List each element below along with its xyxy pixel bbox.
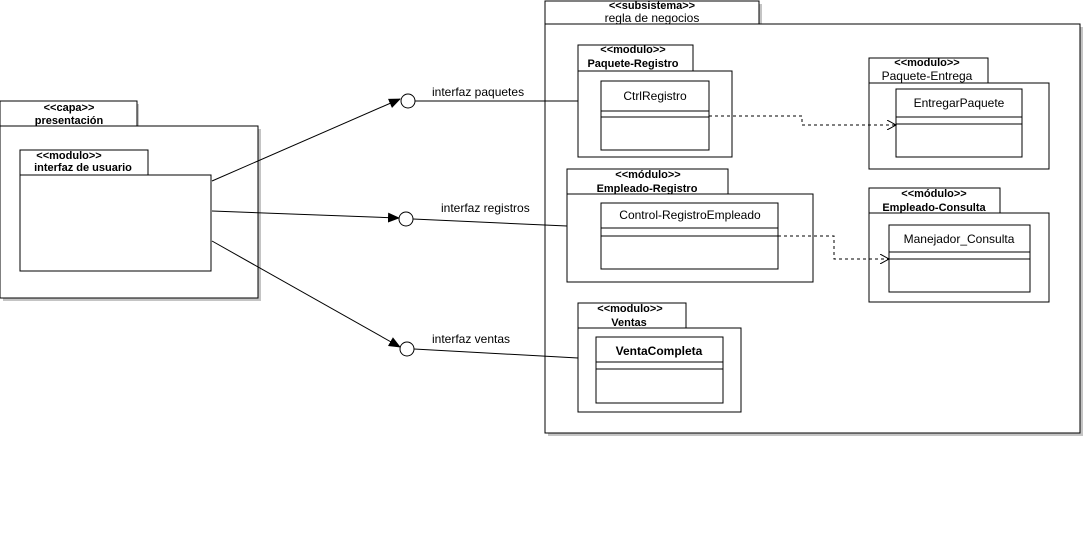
module-name: interfaz de usuario [34, 162, 132, 174]
dependency-registroempleado-consulta [778, 235, 889, 259]
provides-interfaz-registros [412, 218, 568, 227]
lollipop-interfaz-paquetes[interactable] [400, 93, 416, 109]
package-stereotype: <<modulo>> [597, 303, 662, 315]
package-stereotype: <<módulo>> [901, 188, 966, 200]
interface-label: interfaz registros [441, 201, 530, 215]
package-stereotype: <<modulo>> [600, 44, 665, 56]
presentation-layer[interactable]: <<capa>> presentación <<modulo>> interfa… [0, 100, 261, 301]
class-name: Control-RegistroEmpleado [619, 208, 761, 222]
lollipop-interfaz-ventas[interactable] [399, 341, 415, 357]
package-name: Paquete-Entrega [882, 69, 973, 83]
package-empleado-consulta[interactable]: <<módulo>> Empleado-Consulta Manejador_C… [868, 187, 1050, 303]
class-name: CtrlRegistro [623, 89, 687, 103]
package-empleado-registro[interactable]: <<módulo>> Empleado-Registro Control-Reg… [566, 168, 814, 283]
class-name: VentaCompleta [616, 344, 703, 358]
interface-label: interfaz ventas [432, 332, 510, 346]
class-entregarpaquete[interactable]: EntregarPaquete [895, 88, 1023, 158]
presentation-stereotype: <<capa>> [44, 102, 95, 114]
interface-label: interfaz paquetes [432, 85, 524, 99]
class-name: EntregarPaquete [914, 96, 1005, 110]
requires-interfaz-ventas [211, 240, 401, 348]
package-paquete-entrega[interactable]: <<modulo>> Paquete-Entrega EntregarPaque… [868, 57, 1050, 170]
class-manejador-consulta[interactable]: Manejador_Consulta [888, 224, 1031, 293]
package-name: Empleado-Consulta [882, 202, 986, 214]
class-name: Manejador_Consulta [904, 232, 1015, 246]
lollipop-interfaz-registros[interactable] [398, 211, 414, 227]
class-control-registroempleado[interactable]: Control-RegistroEmpleado [600, 202, 779, 270]
presentation-name: presentación [35, 115, 104, 127]
module-interfaz-usuario[interactable]: <<modulo>> interfaz de usuario [19, 149, 212, 272]
requires-interfaz-registros [211, 210, 400, 223]
package-name: Empleado-Registro [597, 183, 698, 195]
package-stereotype: <<módulo>> [615, 169, 680, 181]
package-paquete-registro[interactable]: <<modulo>> Paquete-Registro CtrlRegistro [577, 44, 733, 158]
package-ventas[interactable]: <<modulo>> Ventas VentaCompleta [577, 302, 742, 413]
module-stereotype: <<modulo>> [36, 150, 101, 162]
package-name: Paquete-Registro [587, 58, 678, 70]
class-ventacompleta[interactable]: VentaCompleta [595, 336, 724, 404]
package-name: Ventas [611, 317, 646, 329]
class-ctrlregistro[interactable]: CtrlRegistro [600, 80, 710, 151]
requires-interfaz-paquetes [211, 98, 401, 182]
business-subsystem[interactable]: <<subsistema>> regla de negocios <<modul… [544, 0, 1083, 436]
subsystem-stereotype: <<subsistema>> [609, 0, 695, 12]
dependency-ctrlregistro-entregarpaquete [709, 115, 896, 125]
provides-interfaz-ventas [413, 348, 579, 359]
package-stereotype: <<modulo>> [894, 57, 959, 69]
subsystem-name: regla de negocios [605, 11, 700, 25]
